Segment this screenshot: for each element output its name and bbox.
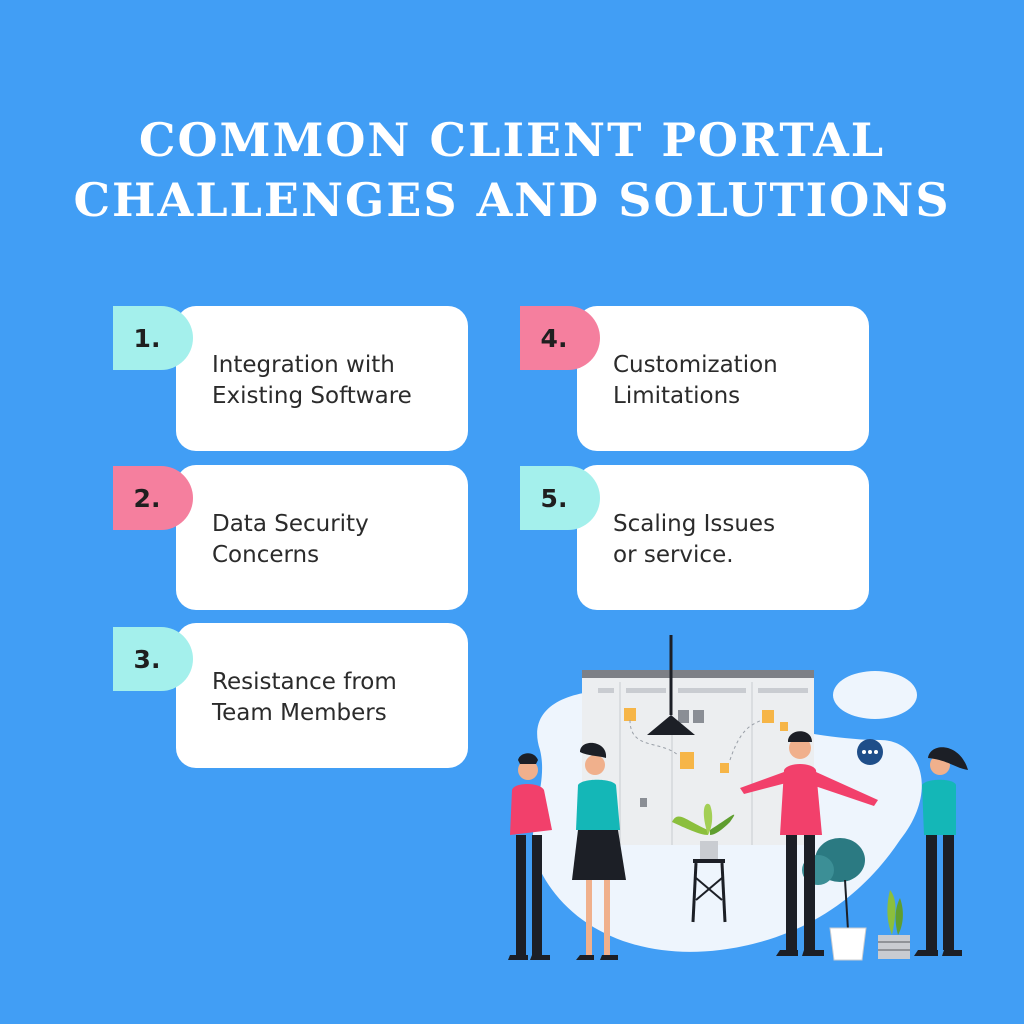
challenge-text-1: Integration with Existing Software [212, 350, 462, 412]
person-icon [914, 747, 968, 956]
challenge-5-line-1: Scaling Issues [613, 511, 776, 537]
challenge-number-badge-3: 3. [113, 627, 193, 691]
plant-icon [672, 803, 735, 923]
challenge-5-line-2: or service. [613, 542, 734, 568]
challenge-2-line-1: Data Security [212, 511, 369, 537]
challenge-3-line-1: Resistance from [212, 669, 397, 695]
challenge-2-line-2: Concerns [212, 542, 320, 568]
challenge-card-4: Customization Limitations [577, 306, 869, 451]
presenter-icon [740, 731, 878, 956]
board-icon [582, 670, 814, 845]
challenge-card-1: Integration with Existing Software [176, 306, 468, 451]
challenge-card-2: Data Security Concerns [176, 465, 468, 610]
title-line-2: CHALLENGES AND SOLUTIONS [73, 173, 951, 227]
challenge-4-line-1: Customization [613, 352, 778, 378]
person-icon [508, 753, 552, 960]
challenge-4-line-2: Limitations [613, 383, 741, 409]
challenge-number-badge-4: 4. [520, 306, 600, 370]
challenge-text-4: Customization Limitations [613, 350, 863, 412]
challenge-card-3: Resistance from Team Members [176, 623, 468, 768]
page-title: COMMON CLIENT PORTAL CHALLENGES AND SOLU… [0, 110, 1024, 230]
challenge-card-5: Scaling Issues or service. [577, 465, 869, 610]
challenge-text-3: Resistance from Team Members [212, 667, 462, 729]
challenge-number-badge-2: 2. [113, 466, 193, 530]
challenge-1-line-1: Integration with [212, 352, 395, 378]
challenge-number-badge-5: 5. [520, 466, 600, 530]
challenge-text-5: Scaling Issues or service. [613, 509, 863, 571]
challenge-number-badge-1: 1. [113, 306, 193, 370]
speech-bubble-icon [833, 671, 917, 719]
team-illustration [508, 635, 968, 961]
challenge-1-line-2: Existing Software [212, 383, 412, 409]
lamp-icon [647, 635, 695, 735]
challenge-3-line-2: Team Members [212, 700, 387, 726]
challenge-text-2: Data Security Concerns [212, 509, 462, 571]
person-icon [572, 742, 626, 960]
title-line-1: COMMON CLIENT PORTAL [138, 113, 886, 167]
